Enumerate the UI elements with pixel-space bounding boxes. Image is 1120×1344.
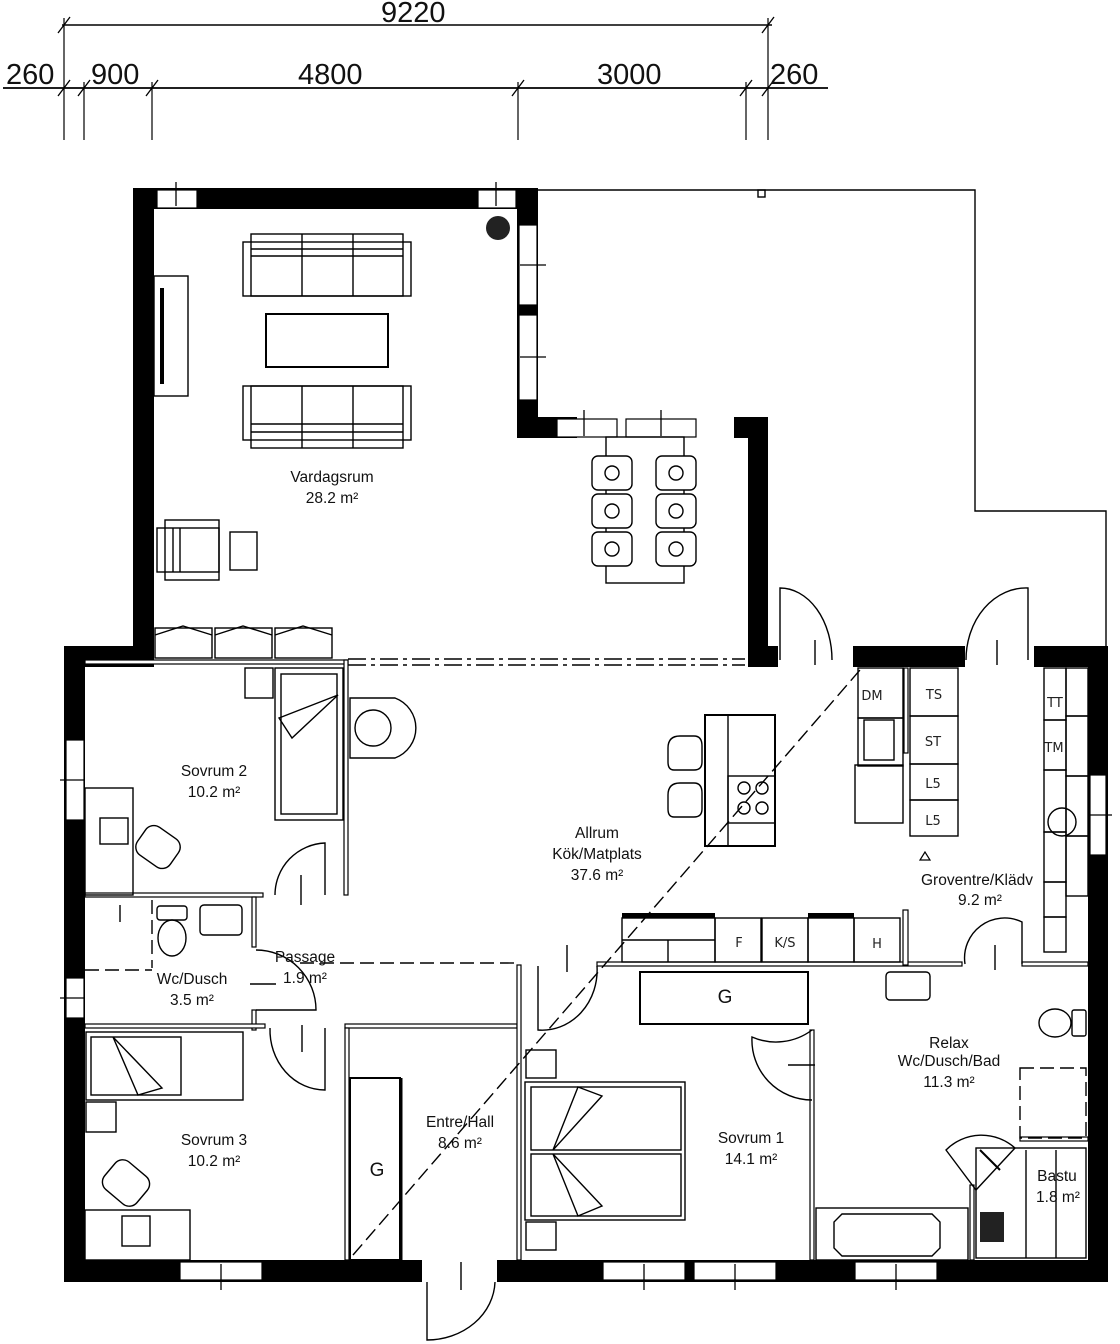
dining-table xyxy=(591,436,697,584)
room-area-wcdusch: 3.5 m² xyxy=(170,992,214,1009)
room-name-relax: Relax xyxy=(929,1035,969,1052)
room-area-passage: 1.9 m² xyxy=(283,970,327,987)
room-name-bastu: Bastu xyxy=(1037,1168,1077,1185)
terrace-outline xyxy=(538,189,1107,650)
door-entrance xyxy=(426,1281,496,1341)
room-subname-allrum: Kök/Matplats xyxy=(552,846,642,863)
room-area-relax: 11.3 m² xyxy=(923,1074,974,1091)
furniture-vardagsrum xyxy=(153,216,510,659)
door-terrace-right xyxy=(965,587,1029,661)
kitchen-island xyxy=(667,714,776,847)
furniture-sovrum3 xyxy=(84,1031,244,1261)
dimension-4800: 4800 xyxy=(298,59,363,91)
door-sovrum2 xyxy=(274,842,326,896)
room-name-wcdusch: Wc/Dusch xyxy=(157,971,228,988)
wardrobe-label-sovrum1: G xyxy=(718,987,733,1008)
fixtures-wc xyxy=(119,904,243,957)
room-name-groventre: Groventre/Klädv xyxy=(921,872,1033,889)
dimension-3000: 3000 xyxy=(597,59,662,91)
room-subname-relax: Wc/Dusch/Bad xyxy=(898,1053,1001,1070)
cabinets-groventre xyxy=(854,667,1089,953)
door-sovrum3 xyxy=(269,1027,326,1091)
appliance-dishwasher: DM xyxy=(861,689,882,704)
wardrobe-label-entre: G xyxy=(370,1160,385,1181)
appliance-fridge: F xyxy=(735,936,742,951)
appliance-dryer-cabinet: TS xyxy=(925,688,942,703)
door-wc xyxy=(255,949,317,1011)
wardrobe-entre xyxy=(349,1077,403,1261)
exterior-walls xyxy=(64,188,1108,1282)
dimension-total: 9220 xyxy=(381,0,446,29)
room-area-sovrum1: 14.1 m² xyxy=(725,1151,778,1168)
appliance-washing-machine: TM xyxy=(1043,741,1063,756)
door-relax xyxy=(751,1029,813,1101)
appliance-fridge-freezer: K/S xyxy=(774,936,795,951)
room-name-vardagsrum: Vardagsrum xyxy=(290,469,373,486)
room-name-passage: Passage xyxy=(275,949,335,966)
kitchen-counter xyxy=(621,913,901,963)
furniture-sovrum1 xyxy=(524,971,809,1251)
room-name-entre: Entre/Hall xyxy=(426,1114,494,1131)
room-area-sovrum3: 10.2 m² xyxy=(188,1153,241,1170)
fixtures-relax xyxy=(815,971,1087,1261)
appliance-l5-1: L5 xyxy=(925,777,941,792)
room-area-sovrum2: 10.2 m² xyxy=(188,784,241,801)
room-area-bastu: 1.8 m² xyxy=(1036,1189,1080,1206)
shower-zone-relax xyxy=(1019,1067,1087,1139)
dimension-right-wall: 260 xyxy=(770,59,818,91)
dimension-left-wall: 260 xyxy=(6,59,54,91)
room-name-sovrum3: Sovrum 3 xyxy=(181,1132,247,1149)
room-area-groventre: 9.2 m² xyxy=(958,892,1002,909)
room-area-entre: 8.6 m² xyxy=(438,1135,482,1152)
door-groventre xyxy=(963,917,1023,965)
dimension-900: 900 xyxy=(91,59,139,91)
appliance-st: ST xyxy=(925,735,941,750)
terrace-post-icon xyxy=(757,189,766,198)
interior-partitions xyxy=(84,659,1089,1261)
room-name-sovrum1: Sovrum 1 xyxy=(718,1130,784,1147)
appliance-tumble-dryer: TT xyxy=(1046,696,1063,711)
windows xyxy=(60,182,1112,1290)
door-terrace-left xyxy=(779,587,833,661)
appliance-l5-2: L5 xyxy=(925,814,941,829)
door-sovrum1 xyxy=(537,965,598,1031)
dimension-lines xyxy=(3,16,828,140)
room-area-vardagsrum: 28.2 m² xyxy=(306,490,359,507)
room-name-sovrum2: Sovrum 2 xyxy=(181,763,247,780)
furniture-sovrum2 xyxy=(84,667,417,896)
appliance-h: H xyxy=(872,937,882,952)
room-name-allrum: Allrum xyxy=(575,825,619,842)
room-area-allrum: 37.6 m² xyxy=(571,867,624,884)
door-bastu xyxy=(945,1134,1016,1192)
plant-icon xyxy=(486,216,510,240)
